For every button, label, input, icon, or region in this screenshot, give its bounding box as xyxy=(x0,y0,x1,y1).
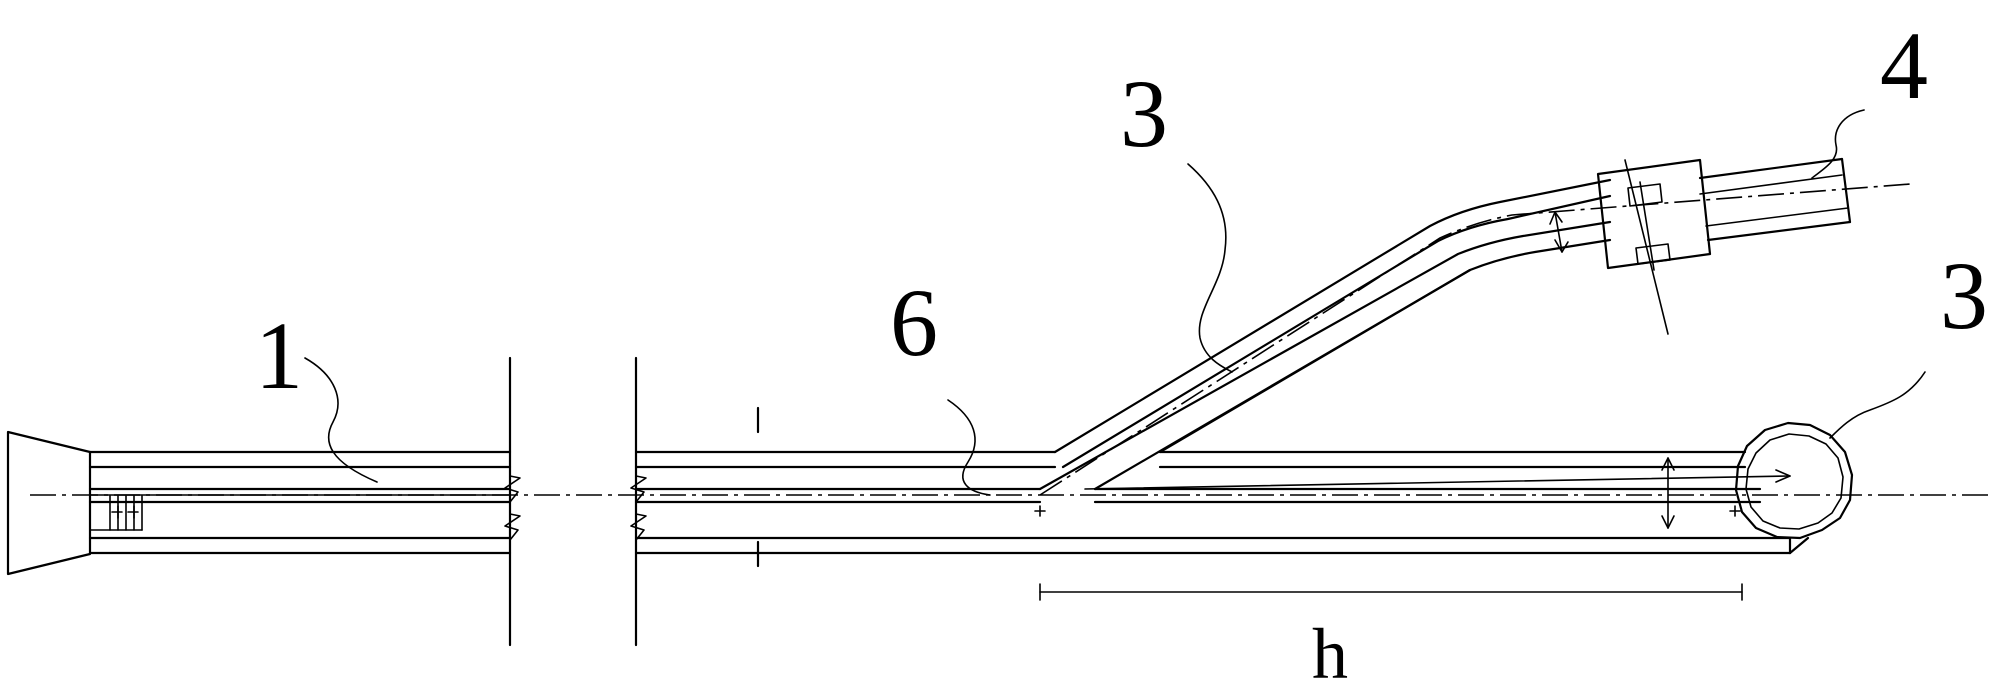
label-part-4: 4 xyxy=(1880,12,1928,119)
pipe-height-dimension xyxy=(1661,457,1675,529)
leader-lines xyxy=(304,109,1926,496)
dimension-h-line xyxy=(1039,583,1743,601)
branch-pipe xyxy=(1038,178,1911,496)
label-part-6: 6 xyxy=(890,269,938,376)
main-pipe-right xyxy=(634,450,1792,555)
reference-marks xyxy=(1034,505,1741,517)
break-lines xyxy=(504,356,647,647)
label-part-1: 1 xyxy=(255,302,303,409)
label-dimension-h: h xyxy=(1312,614,1348,687)
main-pipe-left xyxy=(88,450,512,555)
label-part-3-ring: 3 xyxy=(1940,242,1988,349)
pipe-fitting xyxy=(1596,157,1852,335)
flared-nozzle xyxy=(6,430,92,576)
label-part-3-branch: 3 xyxy=(1120,60,1168,167)
ring-pipe xyxy=(1734,421,1854,555)
